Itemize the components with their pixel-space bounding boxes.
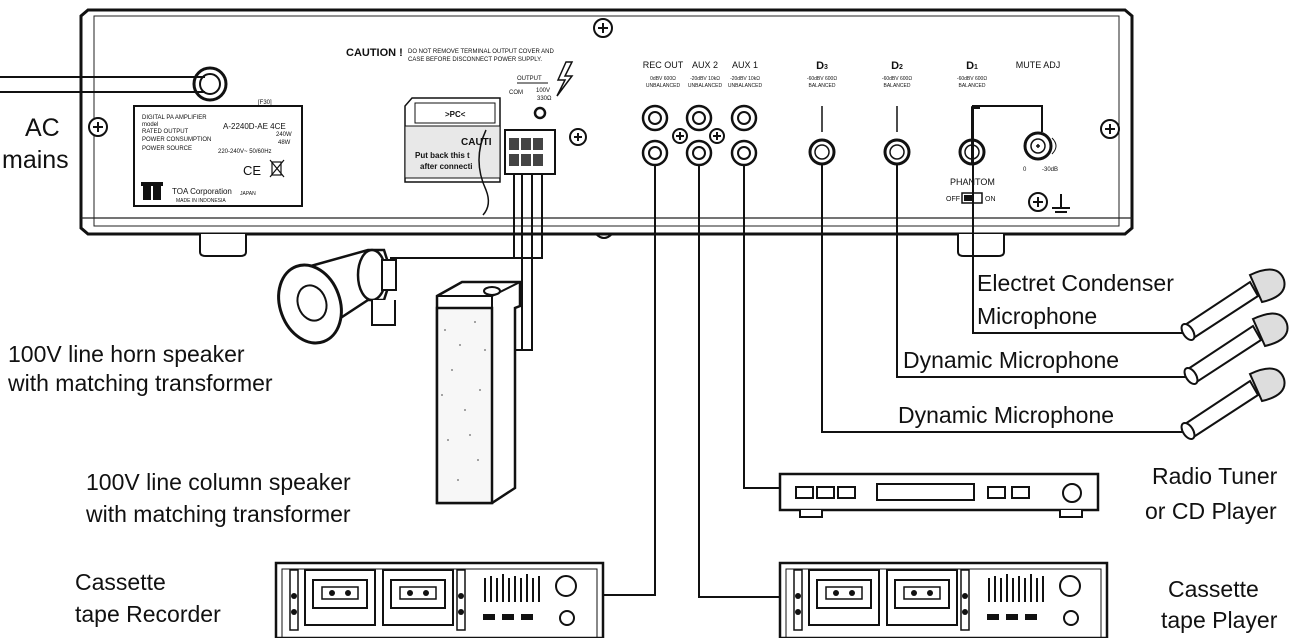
plate-rated-key: RATED OUTPUT — [142, 129, 189, 135]
aux2-spec: -20dBV 10kΩ — [690, 76, 720, 82]
ac-mains-label-line-2: mains — [2, 146, 69, 174]
ac-mains-cable — [0, 76, 205, 93]
tuner-label-line-1: Radio Tuner — [1152, 463, 1278, 489]
rating-plate: [F30] DIGITAL PA AMPLIFIER model A-2240D… — [133, 100, 303, 207]
mute-adj-label: MUTE ADJ — [1016, 60, 1061, 70]
electret-microphone-icon — [1180, 268, 1286, 342]
plate-consumption-value: 48W — [278, 140, 291, 146]
rec-out-label: REC OUT — [643, 60, 684, 70]
screw-icon — [672, 128, 688, 144]
horn-speaker — [277, 248, 397, 345]
d1-type: BALANCED — [959, 83, 986, 89]
d2-spec: -60dBV 600Ω — [882, 76, 912, 82]
mute-min-label: 0 — [1023, 167, 1027, 173]
weee-bin-icon — [269, 159, 285, 178]
aux1-spec: -20dBV 10kΩ — [730, 76, 760, 82]
caution-line-1: DO NOT REMOVE TERMINAL OUTPUT COVER AND — [408, 49, 554, 55]
amplifier-rear-panel: CAUTION ! DO NOT REMOVE TERMINAL OUTPUT … — [79, 8, 1134, 257]
d3-type: BALANCED — [809, 83, 836, 89]
dynamic-mic-label-1: Dynamic Microphone — [903, 347, 1120, 373]
aux1-label: AUX 1 — [732, 60, 758, 70]
caution-heading: CAUTION ! — [346, 47, 403, 59]
cassette-recorder — [274, 561, 605, 638]
output-label: OUTPUT — [517, 76, 542, 82]
column-speaker-label-line-2: with matching transformer — [86, 501, 351, 527]
connection-lines — [390, 105, 1190, 598]
tuner-label-line-2: or CD Player — [1145, 498, 1277, 524]
screw-icon — [88, 117, 108, 137]
d1-spec: -60dBV 600Ω — [957, 76, 987, 82]
screw-icon — [1100, 119, 1120, 139]
screw-icon — [569, 128, 587, 146]
caution-line-2: CASE BEFORE DISCONNECT POWER SUPPLY. — [408, 57, 542, 63]
ce-mark: CE — [243, 163, 261, 178]
output-ohm-label: 330Ω — [537, 96, 552, 102]
screw-icon — [1028, 192, 1048, 212]
column-speaker-label-line-1: 100V line column speaker — [86, 469, 351, 495]
radio-tuner-cd-player — [778, 472, 1100, 518]
mute-adj-knob[interactable] — [1023, 131, 1053, 161]
horn-speaker-label-line-2: with matching transformer — [8, 370, 273, 396]
output-com-label: COM — [509, 90, 523, 96]
maker-name: TOA Corporation — [172, 187, 232, 196]
plate-source-value: 220-240V~ 50/60Hz — [218, 149, 272, 155]
electret-mic-label-line-2: Microphone — [977, 303, 1098, 329]
cover-line-1: Put back this t — [415, 151, 470, 160]
screw-icon — [709, 128, 725, 144]
maker-country: JAPAN — [240, 191, 256, 197]
cover-caution: CAUTI — [461, 137, 492, 148]
d3-jack[interactable] — [808, 106, 836, 166]
terminal-cover: >PC< CAUTI Put back this t after connect… — [404, 97, 501, 183]
electret-mic-label-line-1: Electret Condenser — [977, 270, 1174, 296]
made-in: MADE IN INDONESIA — [176, 198, 226, 204]
d3-spec: -60dBV 600Ω — [807, 76, 837, 82]
screw-icon — [593, 18, 613, 38]
plate-model-key: model — [142, 122, 158, 128]
aux1-type: UNBALANCED — [728, 83, 763, 89]
aux2-type: UNBALANCED — [688, 83, 723, 89]
plate-model-value: A-2240D-AE 4CE — [223, 122, 286, 131]
d2-type: BALANCED — [884, 83, 911, 89]
warning-lightning-icon — [556, 61, 574, 97]
plate-consumption-key: POWER CONSUMPTION — [142, 137, 211, 143]
output-100v-label: 100V — [536, 88, 550, 94]
cover-line-2: after connecti — [420, 162, 472, 171]
d2-label: D2 — [891, 60, 903, 72]
rec-out-spec: 0dBV 600Ω — [650, 76, 676, 82]
cassette-player-label-line-1: Cassette — [1168, 576, 1259, 602]
plate-rated-value: 240W — [276, 132, 292, 138]
cassette-recorder-label-line-1: Cassette — [75, 569, 166, 595]
phantom-on-label: ON — [985, 196, 996, 203]
ground-icon — [1052, 194, 1070, 213]
aux2-jack[interactable] — [685, 104, 713, 167]
column-speaker — [435, 280, 522, 505]
cassette-recorder-label-line-2: tape Recorder — [75, 601, 221, 627]
ac-mains-label-line-1: AC — [25, 114, 60, 142]
cover-pc-mark: >PC< — [445, 110, 466, 119]
dynamic-mic-label-2: Dynamic Microphone — [898, 402, 1115, 428]
cassette-player — [778, 561, 1109, 638]
d3-label: D3 — [816, 60, 828, 72]
phantom-off-label: OFF — [946, 196, 960, 203]
mute-max-label: -30dB — [1042, 167, 1058, 173]
cassette-player-label-line-2: tape Player — [1161, 607, 1278, 633]
rec-out-type: UNBALANCED — [646, 83, 681, 89]
speaker-terminal-block — [504, 129, 556, 175]
horn-speaker-label-line-1: 100V line horn speaker — [8, 341, 245, 367]
plate-title: DIGITAL PA AMPLIFIER — [142, 115, 207, 121]
ac-cord-grommet — [192, 66, 228, 102]
plate-code: [F30] — [258, 100, 272, 106]
d1-label: D1 — [966, 60, 978, 72]
dynamic-microphone-icon — [1180, 367, 1286, 441]
plate-source-key: POWER SOURCE — [142, 146, 192, 152]
toa-logo-icon — [141, 182, 163, 200]
dynamic-microphone-icon — [1183, 312, 1289, 386]
aux2-label: AUX 2 — [692, 60, 718, 70]
